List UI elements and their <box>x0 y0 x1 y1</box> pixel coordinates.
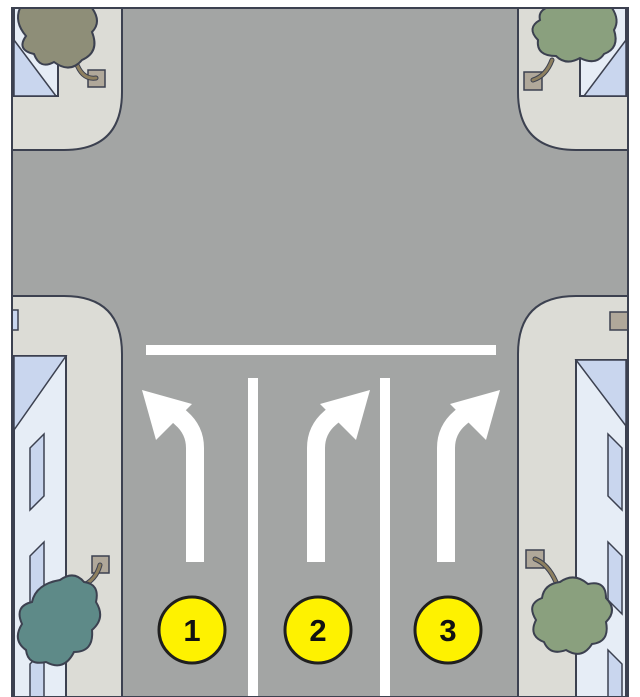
lane-divider-1 <box>248 378 258 697</box>
corner-block-top-right <box>518 8 628 150</box>
stop-line <box>146 345 496 355</box>
window-bl-1 <box>30 434 44 510</box>
lane-badge-2: 2 <box>285 597 351 663</box>
lane-badge-3-label: 3 <box>439 613 456 648</box>
lane-badge-1: 1 <box>159 597 225 663</box>
lane-badge-1-label: 1 <box>183 613 200 648</box>
window-br-1 <box>608 434 622 510</box>
lane-badge-2-label: 2 <box>309 613 326 648</box>
corner-block-top-left <box>12 8 122 150</box>
corner-block-bottom-right <box>518 296 628 697</box>
lane-divider-2 <box>380 378 390 697</box>
tree-top-right <box>532 8 616 62</box>
lane-badge-3: 3 <box>415 597 481 663</box>
corner-block-bottom-left <box>12 296 122 697</box>
